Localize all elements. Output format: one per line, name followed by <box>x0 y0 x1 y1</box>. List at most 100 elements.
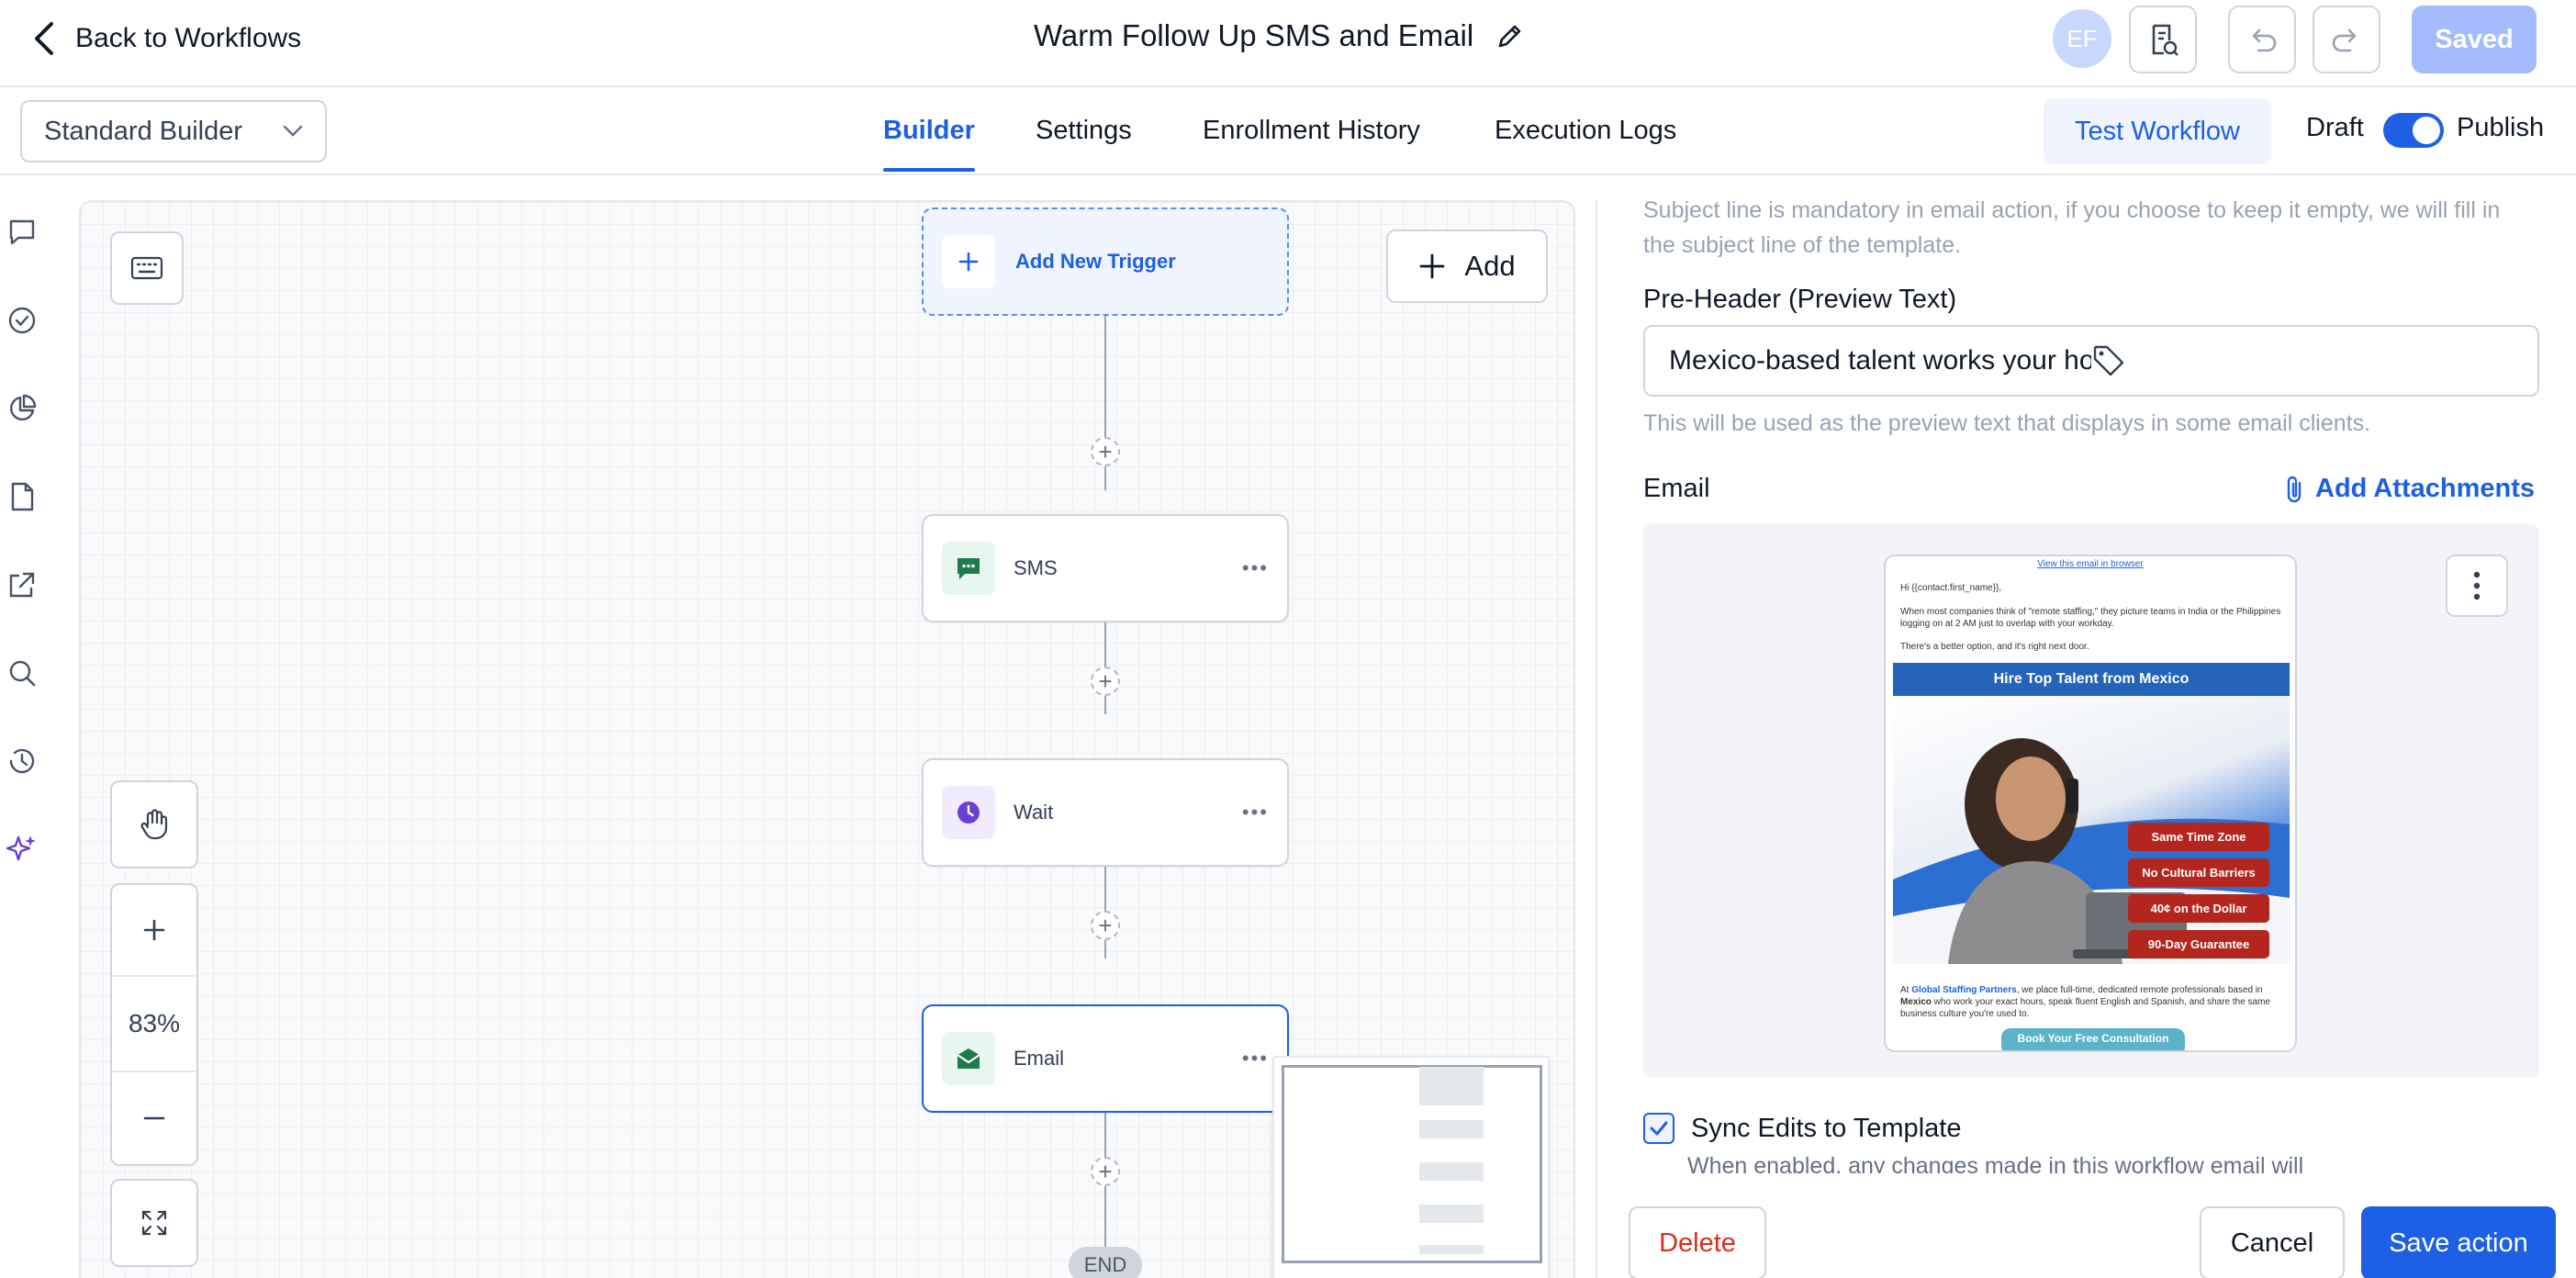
more-options-icon[interactable]: ••• <box>1241 801 1269 824</box>
sub-header: Standard Builder Builder Settings Enroll… <box>0 87 2576 175</box>
email-hero-image: Same Time Zone No Cultural Barriers 40¢ … <box>1893 696 2290 964</box>
email-body-paragraph: At Global Staffing Partners, we place fu… <box>1900 984 2286 1020</box>
email-body-brand: Global Staffing Partners <box>1911 985 2017 995</box>
zoom-controls: 83% <box>110 883 198 1166</box>
builder-mode-select[interactable]: Standard Builder <box>20 100 327 163</box>
tab-enrollment-history[interactable]: Enrollment History <box>1203 115 1420 145</box>
add-new-trigger[interactable]: Add New Trigger <box>922 207 1289 316</box>
saved-button[interactable]: Saved <box>2412 6 2537 73</box>
sms-node[interactable]: SMS ••• <box>922 514 1289 622</box>
test-workflow-button[interactable]: Test Workflow <box>2044 98 2271 164</box>
add-step-button[interactable]: + <box>1091 667 1120 696</box>
tab-builder[interactable]: Builder <box>883 87 975 174</box>
preheader-helper-text: This will be used as the preview text th… <box>1643 410 2371 436</box>
publish-toggle[interactable] <box>2383 113 2444 148</box>
node-label: Wait <box>1014 801 1054 824</box>
delete-button[interactable]: Delete <box>1629 1206 1766 1278</box>
undo-button[interactable] <box>2228 6 2296 73</box>
tab-execution-logs[interactable]: Execution Logs <box>1495 115 1677 145</box>
zoom-in-button[interactable] <box>112 885 196 977</box>
top-header: Back to Workflows Warm Follow Up SMS and… <box>0 0 2576 87</box>
search-icon[interactable] <box>4 655 40 691</box>
add-label: Add <box>1464 250 1516 282</box>
external-link-icon[interactable] <box>4 566 40 603</box>
email-preview[interactable]: View this email in browser Hi {{contact.… <box>1884 555 2297 1052</box>
email-body-country: Mexico <box>1900 997 1932 1007</box>
clock-icon <box>942 786 995 839</box>
pan-tool-button[interactable] <box>110 780 198 869</box>
workflow-notes-button[interactable] <box>2129 6 2197 73</box>
email-options-button[interactable] <box>2446 555 2508 617</box>
email-badge: 40¢ on the Dollar <box>2128 894 2269 923</box>
minimap[interactable] <box>1272 1056 1550 1278</box>
sync-edits-checkbox[interactable] <box>1643 1113 1674 1144</box>
file-icon[interactable] <box>4 478 40 515</box>
workflow-canvas[interactable]: Add + + + + Add New Trigger SMS ••• Wait… <box>79 200 1575 1278</box>
expand-icon <box>140 1209 168 1237</box>
view-in-browser-link[interactable]: View this email in browser <box>2037 559 2144 569</box>
add-attachments-link[interactable]: Add Attachments <box>2284 474 2535 504</box>
paperclip-icon <box>2284 475 2306 504</box>
connector-line <box>1104 606 1106 714</box>
email-paragraph-1: When most companies think of "remote sta… <box>1900 607 2281 629</box>
undo-icon <box>2246 23 2279 56</box>
redo-button[interactable] <box>2313 6 2380 73</box>
sync-edits-checkbox-row[interactable]: Sync Edits to Template <box>1643 1113 1961 1144</box>
node-label: Email <box>1014 1047 1065 1070</box>
chat-icon[interactable] <box>4 214 40 251</box>
workflow-title[interactable]: Warm Follow Up SMS and Email <box>1034 15 1525 57</box>
more-options-icon[interactable]: ••• <box>1241 1047 1269 1070</box>
email-body-mid: , we place full-time, dedicated remote p… <box>2016 985 2263 995</box>
add-step-button[interactable]: + <box>1091 911 1120 940</box>
plus-icon <box>142 918 166 942</box>
email-paragraph-2: There's a better option, and it's right … <box>1900 642 2089 652</box>
email-label: Email <box>1643 474 1710 503</box>
plus-icon <box>942 235 995 288</box>
email-banner: Hire Top Talent from Mexico <box>1893 663 2290 696</box>
pie-chart-icon[interactable] <box>4 390 40 427</box>
zoom-out-button[interactable] <box>112 1072 196 1164</box>
minus-icon <box>142 1106 166 1130</box>
minimap-viewport[interactable] <box>1282 1065 1542 1263</box>
sms-icon <box>942 542 995 595</box>
keyboard-icon <box>130 256 163 280</box>
left-rail <box>0 177 44 1278</box>
more-options-icon[interactable]: ••• <box>1241 556 1269 579</box>
plus-icon <box>1418 252 1446 280</box>
wait-node[interactable]: Wait ••• <box>922 758 1289 867</box>
email-preview-container[interactable]: View this email in browser Hi {{contact.… <box>1643 523 2539 1078</box>
add-button[interactable]: Add <box>1386 230 1548 303</box>
avatar[interactable]: EF <box>2053 9 2111 68</box>
email-cta-button[interactable]: Book Your Free Consultation <box>2001 1028 2185 1050</box>
envelope-icon <box>942 1032 995 1085</box>
fit-view-button[interactable] <box>110 1179 198 1267</box>
minimap-node <box>1419 1067 1484 1105</box>
email-body-rest: who work your exact hours, speak fluent … <box>1900 997 2271 1019</box>
save-action-button[interactable]: Save action <box>2361 1206 2556 1278</box>
tab-settings[interactable]: Settings <box>1036 115 1132 145</box>
publish-label: Publish <box>2457 113 2545 142</box>
back-to-workflows-link[interactable]: Back to Workflows <box>33 17 301 61</box>
minimap-node <box>1419 1205 1484 1223</box>
chevron-down-icon <box>283 125 303 138</box>
draft-label: Draft <box>2306 113 2364 142</box>
sparkles-icon[interactable] <box>4 831 40 868</box>
chevron-left-icon <box>33 20 55 57</box>
connector-line <box>1104 850 1106 958</box>
workflow-title-text: Warm Follow Up SMS and Email <box>1034 18 1474 52</box>
add-step-button[interactable]: + <box>1091 437 1120 466</box>
email-node[interactable]: Email ••• <box>922 1004 1289 1113</box>
add-step-button[interactable]: + <box>1091 1157 1120 1186</box>
zoom-level-text: 83% <box>128 1009 181 1037</box>
tag-icon[interactable] <box>2091 343 2514 378</box>
preheader-input[interactable]: Mexico-based talent works your hours, sp… <box>1643 325 2539 397</box>
zoom-level: 83% <box>112 977 196 1072</box>
check-circle-icon[interactable] <box>4 302 40 339</box>
trigger-label: Add New Trigger <box>1015 250 1176 273</box>
minimap-node <box>1419 1120 1484 1138</box>
end-marker: END <box>1069 1247 1142 1278</box>
history-icon[interactable] <box>4 743 40 779</box>
cancel-button[interactable]: Cancel <box>2200 1206 2345 1278</box>
keyboard-shortcuts-button[interactable] <box>110 231 184 305</box>
pencil-icon[interactable] <box>1495 21 1525 50</box>
